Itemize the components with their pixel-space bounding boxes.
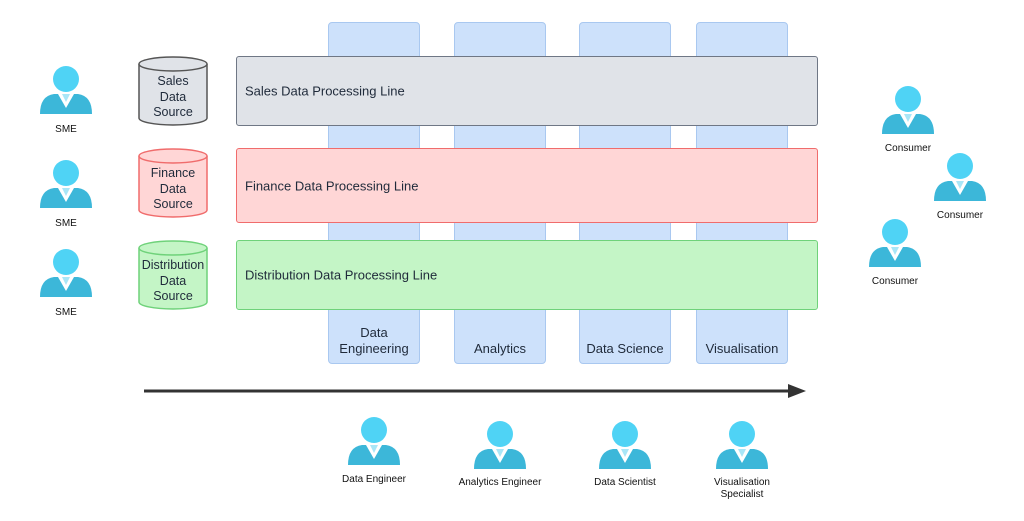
sme-label: SME xyxy=(55,124,77,135)
specialist-label: Analytics Engineer xyxy=(458,477,542,488)
database-icon xyxy=(138,56,208,126)
sme-person-icon xyxy=(40,160,92,208)
sme-label: SME xyxy=(55,307,77,318)
data-scientist-person-icon xyxy=(599,421,651,469)
line-label: Sales Data Processing Line xyxy=(245,83,405,99)
role-label: Data Engineering xyxy=(339,325,409,356)
consumer-person-icon xyxy=(869,219,921,267)
role-label: Data Science xyxy=(586,341,664,356)
sme-person-icon xyxy=(40,249,92,297)
role-label: Analytics xyxy=(473,341,527,356)
database-icon xyxy=(138,240,208,310)
consumer-label: Consumer xyxy=(884,143,932,154)
specialist-label: Data Scientist xyxy=(594,477,656,488)
sales-data-source: Sales Data Source xyxy=(137,56,209,128)
source-label: Distribution Data Source xyxy=(141,258,205,303)
source-label: Sales Data Source xyxy=(153,74,193,119)
specialist-label: Visualisation Specialist xyxy=(714,477,770,500)
consumer-label: Consumer xyxy=(871,276,919,287)
line-label: Finance Data Processing Line xyxy=(245,178,419,193)
sme-person-icon xyxy=(40,66,92,114)
line-label: Distribution Data Processing Line xyxy=(245,267,438,283)
specialist-label: Data Engineer xyxy=(342,474,406,485)
distribution-processing-line: Distribution Data Processing Line xyxy=(236,240,818,310)
visualisation-specialist-person-icon xyxy=(716,421,768,469)
finance-data-source: Finance Data Source xyxy=(137,148,209,220)
data-engineer-person-icon xyxy=(348,417,400,465)
consumer-label: Consumer xyxy=(936,210,984,221)
source-label: Finance Data Source xyxy=(150,166,196,211)
database-icon xyxy=(138,148,208,218)
analytics-engineer-person-icon xyxy=(474,421,526,469)
consumer-person-icon xyxy=(934,153,986,201)
finance-processing-line: Finance Data Processing Line xyxy=(236,148,818,223)
consumer-person-icon xyxy=(882,86,934,134)
role-label: Visualisation xyxy=(705,341,779,356)
distribution-data-source: Distribution Data Source xyxy=(137,240,209,312)
sales-processing-line: Sales Data Processing Line xyxy=(236,56,818,126)
sme-label: SME xyxy=(55,218,77,229)
flow-arrow xyxy=(144,384,806,398)
